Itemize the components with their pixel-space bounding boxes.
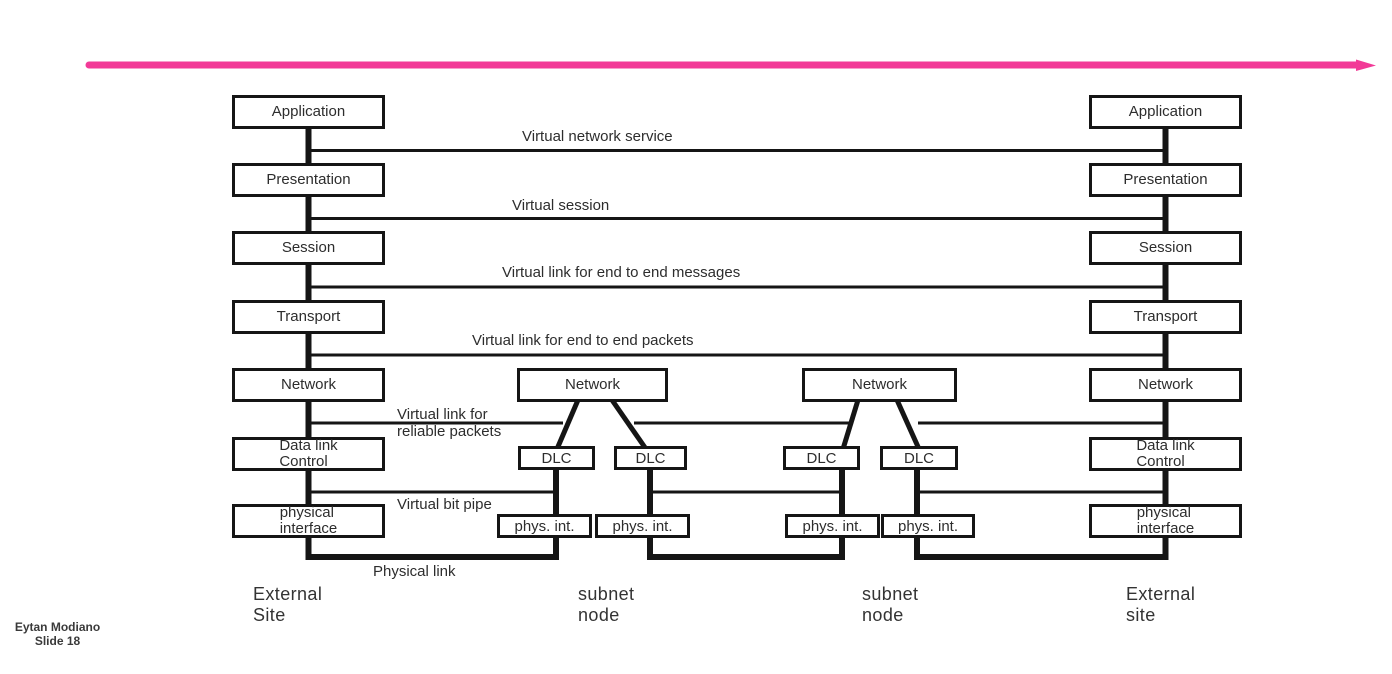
caption-subnet-node-1: subnet node xyxy=(578,584,635,625)
subnet2-right-diagonal xyxy=(894,398,922,451)
label-virtual-link-packets: Virtual link for end to end packets xyxy=(472,332,694,349)
label-virtual-bit-pipe: Virtual bit pipe xyxy=(397,496,492,513)
network-dlc-diagonals xyxy=(554,398,922,451)
box-right-site-data-link: Data link Control xyxy=(1089,437,1242,471)
footer-author: Eytan Modiano xyxy=(14,620,101,634)
caption-external-site-right: External site xyxy=(1126,584,1196,625)
box-subnet1-dlc-left: DLC xyxy=(518,446,595,470)
box-left-site-transport: Transport xyxy=(232,300,385,334)
slide-footer: Eytan Modiano Slide 18 xyxy=(0,620,115,648)
box-subnet1-dlc-right: DLC xyxy=(614,446,687,470)
box-right-site-presentation: Presentation xyxy=(1089,163,1242,197)
label-physical-link: Physical link xyxy=(373,563,456,580)
subnet1-right-diagonal xyxy=(609,398,649,451)
box-subnet1-phys-left: phys. int. xyxy=(497,514,592,538)
box-subnet1-network: Network xyxy=(517,368,668,402)
label-virtual-link-reliable: Virtual link for reliable packets xyxy=(397,406,502,440)
subnet1-left-diagonal xyxy=(554,399,581,450)
box-right-site-session: Session xyxy=(1089,231,1242,265)
box-left-site-application: Application xyxy=(232,95,385,129)
accent-rule xyxy=(85,59,1376,71)
label-virtual-network-service: Virtual network service xyxy=(522,128,673,145)
box-subnet2-phys-left: phys. int. xyxy=(785,514,880,538)
box-right-site-network: Network xyxy=(1089,368,1242,402)
subnet2-left-diagonal xyxy=(840,399,861,450)
box-subnet2-dlc-left: DLC xyxy=(783,446,860,470)
box-left-site-network: Network xyxy=(232,368,385,402)
box-right-site-physical: physical interface xyxy=(1089,504,1242,538)
box-subnet2-dlc-right: DLC xyxy=(880,446,958,470)
caption-external-site-left: External Site xyxy=(253,584,323,625)
label-virtual-session: Virtual session xyxy=(512,197,610,214)
label-virtual-link-messages: Virtual link for end to end messages xyxy=(502,264,741,281)
box-subnet1-phys-right: phys. int. xyxy=(595,514,690,538)
footer-slide-number: Slide 18 xyxy=(34,634,81,648)
caption-subnet-node-2: subnet node xyxy=(862,584,919,625)
box-subnet2-network: Network xyxy=(802,368,957,402)
box-left-site-physical: physical interface xyxy=(232,504,385,538)
box-right-site-transport: Transport xyxy=(1089,300,1242,334)
box-subnet2-phys-right: phys. int. xyxy=(881,514,975,538)
box-right-site-application: Application xyxy=(1089,95,1242,129)
virtual-link-lines xyxy=(308,149,1166,494)
box-left-site-data-link: Data link Control xyxy=(232,437,385,471)
box-left-site-presentation: Presentation xyxy=(232,163,385,197)
box-left-site-session: Session xyxy=(232,231,385,265)
